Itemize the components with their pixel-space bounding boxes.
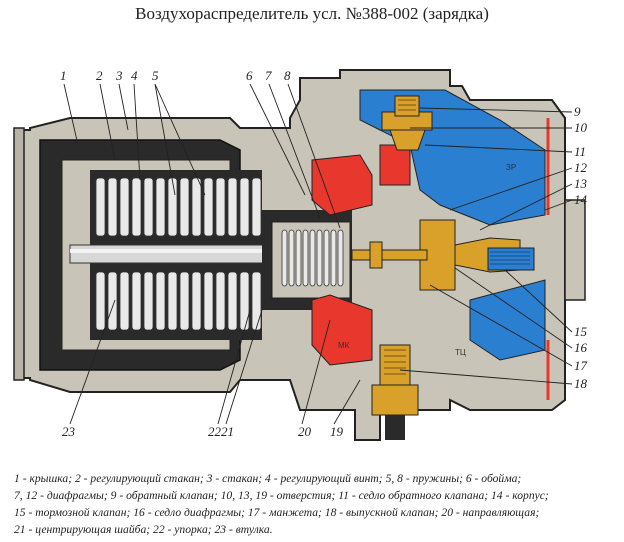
spring-coil bbox=[309, 229, 316, 287]
spring-coil bbox=[131, 271, 142, 331]
spring-coil bbox=[337, 229, 344, 287]
spring-coil bbox=[119, 177, 130, 237]
callout-16: 16 bbox=[574, 340, 588, 355]
callout-11: 11 bbox=[574, 144, 586, 159]
callout-2: 2 bbox=[96, 68, 103, 83]
check-valve bbox=[381, 95, 433, 151]
spring-coil bbox=[131, 177, 142, 237]
spring-coil bbox=[316, 229, 323, 287]
spring-coil bbox=[203, 177, 214, 237]
callout-12: 12 bbox=[574, 160, 588, 175]
callout-17: 17 bbox=[574, 358, 588, 373]
spring-coil bbox=[95, 177, 106, 237]
legend: 1 - крышка; 2 - регулирующий стакан; 3 -… bbox=[14, 470, 614, 538]
chamber-label-zr: ЗР bbox=[506, 163, 516, 172]
spring-coil bbox=[167, 177, 178, 237]
spring-coil bbox=[143, 271, 154, 331]
callout-2221: 2221 bbox=[208, 424, 234, 439]
spring-coil bbox=[107, 177, 118, 237]
chamber-label-tc: ТЦ bbox=[455, 348, 466, 357]
spring-coil bbox=[251, 271, 262, 331]
callout-8: 8 bbox=[284, 68, 291, 83]
spring-coil bbox=[281, 229, 288, 287]
callout-10: 10 bbox=[574, 120, 588, 135]
spring-coil bbox=[95, 271, 106, 331]
spring-coil bbox=[239, 177, 250, 237]
spring-bottom bbox=[95, 271, 262, 331]
spring-coil bbox=[215, 271, 226, 331]
spring-coil bbox=[179, 177, 190, 237]
exhaust-valve bbox=[371, 344, 419, 440]
spring-coil bbox=[302, 229, 309, 287]
legend-line-4: 21 - центрирующая шайба; 22 - упорка; 23… bbox=[14, 523, 273, 536]
spring-coil bbox=[119, 271, 130, 331]
valve-stem bbox=[351, 241, 428, 269]
legend-line-1: 1 - крышка; 2 - регулирующий стакан; 3 -… bbox=[14, 472, 522, 485]
middle-sleeve bbox=[262, 210, 352, 310]
callout-20: 20 bbox=[298, 424, 312, 439]
callout-19: 19 bbox=[330, 424, 344, 439]
callout-5: 5 bbox=[152, 68, 159, 83]
page-title: Воздухораспределитель усл. №388-002 (зар… bbox=[135, 4, 489, 23]
spring-coil bbox=[179, 271, 190, 331]
spring-coil bbox=[155, 177, 166, 237]
spring-coil bbox=[143, 177, 154, 237]
callout-18: 18 bbox=[574, 376, 588, 391]
legend-line-2: 7, 12 - диафрагмы; 9 - обратный клапан; … bbox=[14, 489, 549, 502]
chamber-label-mk: МК bbox=[338, 341, 350, 350]
spring-coil bbox=[167, 271, 178, 331]
callout-3: 3 bbox=[115, 68, 123, 83]
spring-coil bbox=[323, 229, 330, 287]
spring-coil bbox=[155, 271, 166, 331]
legend-line-3: 15 - тормозной клапан; 16 - седло диафра… bbox=[14, 506, 540, 519]
chamber-mk: МК bbox=[311, 144, 411, 366]
spring-coil bbox=[295, 229, 302, 287]
spring-coil bbox=[191, 177, 202, 237]
callout-23: 23 bbox=[62, 424, 76, 439]
spring-coil bbox=[215, 177, 226, 237]
spring-coil bbox=[288, 229, 295, 287]
spring-coil bbox=[227, 271, 238, 331]
spring-coil bbox=[191, 271, 202, 331]
spring-top bbox=[95, 177, 262, 237]
spring-coil bbox=[251, 177, 262, 237]
air-distributor-diagram: МК ЗР ТЦ 1 2 3 4 5 6 bbox=[13, 68, 588, 441]
callout-9: 9 bbox=[574, 104, 581, 119]
spring-coil bbox=[107, 271, 118, 331]
callout-1: 1 bbox=[60, 68, 67, 83]
spring-coil bbox=[239, 271, 250, 331]
callout-15: 15 bbox=[574, 324, 588, 339]
callout-4: 4 bbox=[131, 68, 138, 83]
callout-13: 13 bbox=[574, 176, 588, 191]
callout-6: 6 bbox=[246, 68, 253, 83]
callout-numbers: 1 2 3 4 5 6 7 8 9 10 11 12 13 14 15 16 1… bbox=[60, 68, 588, 439]
callout-7: 7 bbox=[265, 68, 272, 83]
spring-coil bbox=[330, 229, 337, 287]
spring-coil bbox=[227, 177, 238, 237]
spring-coil bbox=[203, 271, 214, 331]
leader-lines bbox=[63, 83, 573, 425]
callout-14: 14 bbox=[574, 192, 588, 207]
